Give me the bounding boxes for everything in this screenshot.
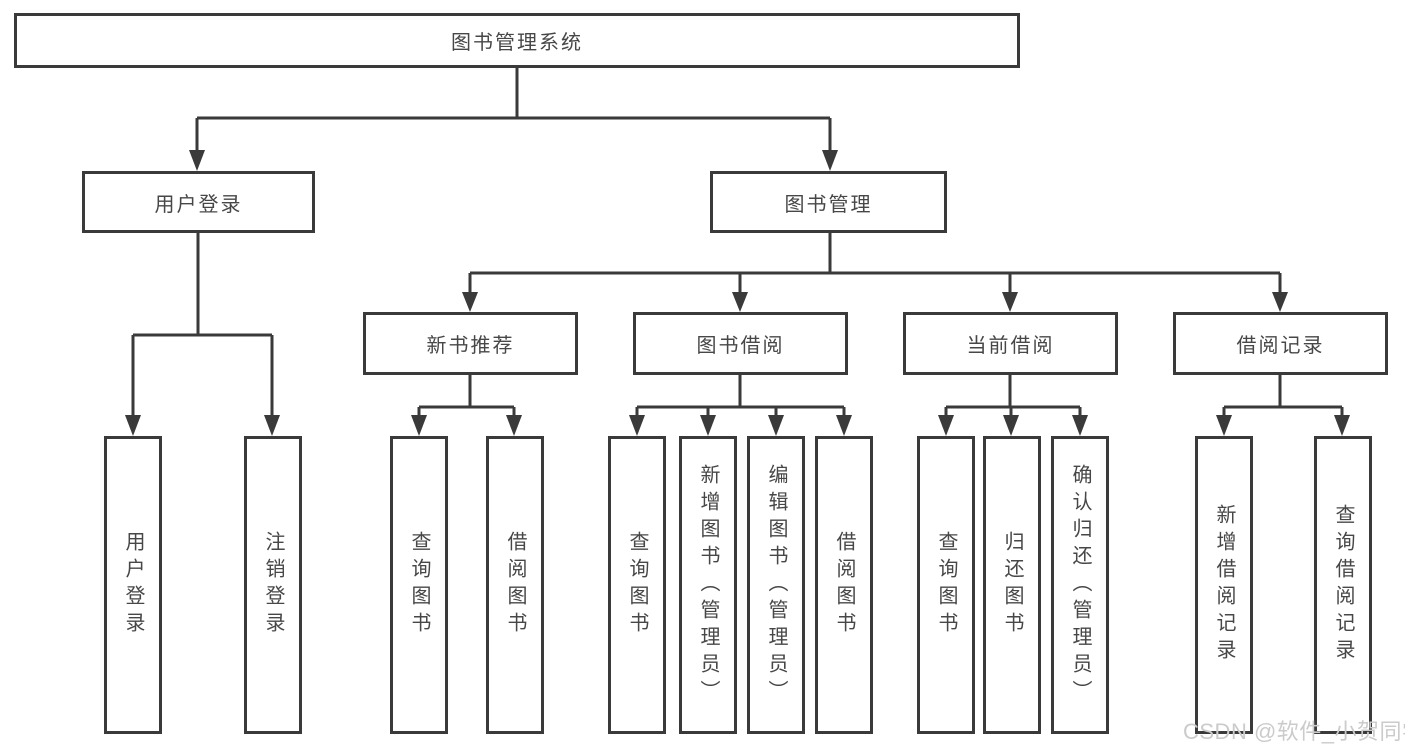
arrow-cur-leaf1 — [938, 415, 954, 436]
csdn-watermark: CSDN @软件_小贺同学 — [1183, 719, 1405, 744]
leaf-return-book: 归还图书 — [983, 436, 1041, 734]
node-label: 注销登录 — [262, 531, 284, 639]
arrow-records — [1272, 292, 1288, 312]
node-current-borrow: 当前借阅 — [903, 312, 1118, 375]
node-label: 查询图书 — [408, 531, 430, 639]
leaf-borrow-book: 借阅图书 — [815, 436, 873, 734]
leaf-recommend-query-book: 查询图书 — [390, 436, 448, 734]
arrow-bor-leaf2 — [700, 415, 716, 436]
node-label: 当前借阅 — [966, 335, 1055, 357]
node-label: 图书管理 — [784, 193, 873, 216]
node-label: 新增借阅记录 — [1213, 504, 1235, 666]
node-label: 图书管理系统 — [451, 32, 583, 54]
node-label: 新增图书（管理员） — [697, 463, 719, 707]
arrow-login-leaf1 — [125, 415, 141, 436]
leaf-current-query-book: 查询图书 — [917, 436, 975, 734]
node-label: 借阅记录 — [1236, 335, 1325, 357]
arrow-login-leaf2 — [264, 415, 280, 436]
leaf-user-login: 用户登录 — [104, 436, 162, 734]
node-label: 确认归还（管理员） — [1069, 463, 1091, 707]
node-label: 图书借阅 — [696, 335, 785, 357]
node-label: 归还图书 — [1001, 531, 1023, 639]
node-label: 查询借阅记录 — [1332, 504, 1354, 666]
node-label: 编辑图书（管理员） — [765, 463, 787, 707]
arrow-current — [1002, 292, 1018, 312]
leaf-borrow-query-book: 查询图书 — [608, 436, 666, 734]
node-label: 借阅图书 — [504, 531, 526, 639]
node-label: 用户登录 — [154, 193, 243, 216]
arrow-book-mgmt — [822, 150, 838, 171]
arrowheads — [125, 150, 1350, 436]
leaf-confirm-return-admin: 确认归还（管理员） — [1051, 436, 1109, 734]
arrow-cur-leaf3 — [1072, 415, 1088, 436]
node-borrow-records: 借阅记录 — [1173, 312, 1388, 375]
node-label: 查询图书 — [935, 531, 957, 639]
arrow-bor-leaf4 — [836, 415, 852, 436]
arrow-borrow — [732, 292, 748, 312]
node-user-login: 用户登录 — [82, 171, 315, 233]
node-book-borrow: 图书借阅 — [633, 312, 848, 375]
node-label: 新书推荐 — [426, 335, 515, 357]
arrow-bor-leaf1 — [629, 415, 645, 436]
arrow-recd-leaf1 — [1216, 415, 1232, 436]
arrow-rec-leaf2 — [506, 415, 522, 436]
leaf-add-borrow-record: 新增借阅记录 — [1195, 436, 1253, 734]
node-new-book-recommend: 新书推荐 — [363, 312, 578, 375]
leaf-recommend-borrow-book: 借阅图书 — [486, 436, 544, 734]
node-book-management: 图书管理 — [710, 171, 947, 233]
leaf-edit-book-admin: 编辑图书（管理员） — [747, 436, 805, 734]
arrow-recd-leaf2 — [1334, 415, 1350, 436]
node-system-root: 图书管理系统 — [14, 13, 1020, 68]
arrow-rec-leaf1 — [411, 415, 427, 436]
arrow-bor-leaf3 — [768, 415, 784, 436]
arrow-recommend — [462, 292, 478, 312]
leaf-query-borrow-record: 查询借阅记录 — [1314, 436, 1372, 734]
node-label: 用户登录 — [122, 531, 144, 639]
arrow-user-login — [189, 150, 205, 171]
arrow-cur-leaf2 — [1003, 415, 1019, 436]
node-label: 借阅图书 — [833, 531, 855, 639]
leaf-logout: 注销登录 — [244, 436, 302, 734]
leaf-add-book-admin: 新增图书（管理员） — [679, 436, 737, 734]
node-label: 查询图书 — [626, 531, 648, 639]
